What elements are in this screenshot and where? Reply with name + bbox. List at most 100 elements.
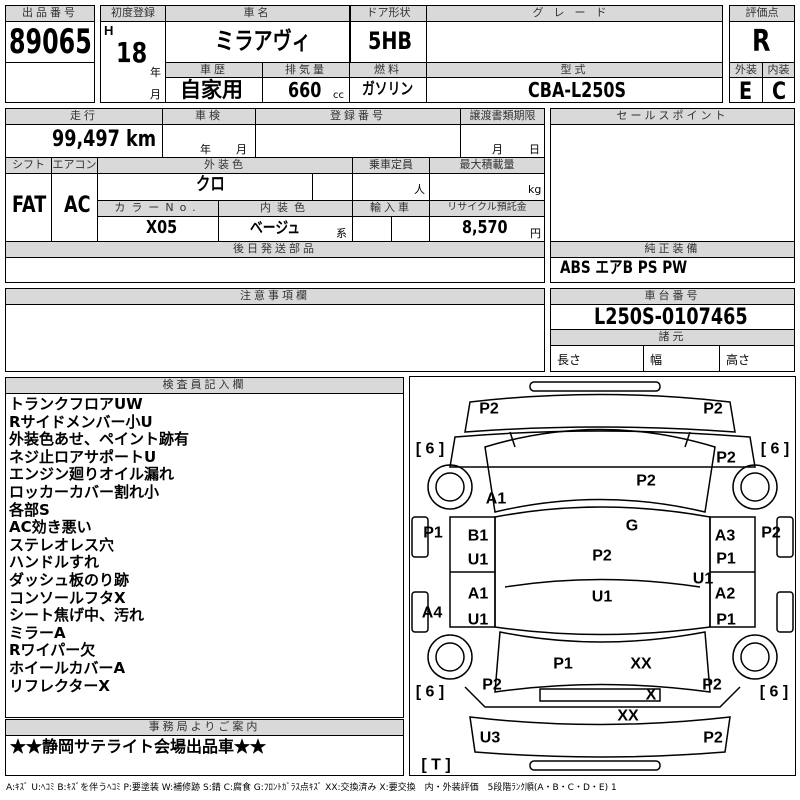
height-label: 高さ <box>726 353 751 367</box>
damage-mark: P2 <box>703 729 723 747</box>
load-label: 最大積載量 <box>429 157 545 174</box>
legend: A:ｷｽﾞ U:ﾍｺﾐ B:ｷｽﾞを伴うﾍｺﾐ P:要塗装 W:補修跡 S:錆 … <box>6 783 617 793</box>
recycle-fee: 8,570 <box>462 217 508 238</box>
note-line: ステレオレス穴 <box>9 535 115 554</box>
damage-mark: A3 <box>714 527 736 545</box>
length-label: 長さ <box>557 353 582 367</box>
model-label: 型式 <box>426 62 723 78</box>
damage-mark: P2 <box>482 676 502 694</box>
interior-label: 内装 <box>762 62 795 78</box>
damage-mark: XX <box>617 707 639 725</box>
tire-depth: [ 6 ] <box>415 440 445 458</box>
office-label: 事務局よりご案内 <box>5 719 404 736</box>
note-line: トランクフロアUW <box>9 395 143 413</box>
damage-mark: U1 <box>467 551 489 569</box>
yen-unit: 円 <box>530 227 541 240</box>
equipment-label: 純正装備 <box>550 241 795 258</box>
damage-mark: P1 <box>716 550 736 568</box>
ac-label: エアコン <box>51 157 98 174</box>
width-label: 幅 <box>650 353 663 367</box>
shift: FAT <box>12 193 47 218</box>
lot-number: 89065 <box>9 22 92 62</box>
inspector-notes: トランクフロアUW Rサイドメンバー小U 外装色あせ、ペイント跡有 ネジ止ロアサ… <box>9 395 189 695</box>
cc-unit: cc <box>333 90 344 101</box>
damage-mark: A4 <box>421 604 443 622</box>
interior-grade: C <box>772 77 787 105</box>
damage-mark: P2 <box>702 676 722 694</box>
office-message: ★★静岡サテライト会場出品車★★ <box>10 739 267 756</box>
exterior-label: 外装 <box>729 62 763 78</box>
model-code: CBA-L250S <box>528 78 627 102</box>
specs-label: 諸元 <box>550 329 795 346</box>
color-label: 外装色 <box>97 157 353 174</box>
exterior-color: クロ <box>196 174 225 195</box>
color-no-label: カラーNo. <box>97 200 219 217</box>
damage-mark: U1 <box>591 588 613 606</box>
recycle-label: リサイクル預託金 <box>429 200 545 217</box>
chassis-number: L250S-0107465 <box>594 305 748 330</box>
grade-label: グレード <box>426 5 723 22</box>
damage-mark: P1 <box>553 655 573 673</box>
note-line: Rサイドメンバー小U <box>9 412 153 431</box>
interior-color: ベージュ <box>250 218 301 237</box>
note-line: ハンドルすれ <box>9 553 100 572</box>
inspector-label: 検査員記入欄 <box>5 377 404 394</box>
reg-year: 18 <box>116 36 148 69</box>
door-type: 5HB <box>368 27 413 55</box>
displacement-label: 排気量 <box>262 62 350 78</box>
notes-label: 注意事項欄 <box>5 288 545 305</box>
kg-unit: kg <box>528 183 542 196</box>
transfer-month-unit: 月 <box>492 143 503 156</box>
damage-mark: P2 <box>592 547 612 565</box>
damage-mark: B1 <box>467 527 489 545</box>
mileage-label: 走行 <box>5 108 163 125</box>
note-line: コンソールフタX <box>9 588 126 607</box>
notes-field <box>5 304 545 372</box>
shift-label: シフト <box>5 157 52 174</box>
mileage: 99,497 km <box>52 127 157 152</box>
note-line: ミラーA <box>9 623 66 642</box>
note-line: ホイールカバーA <box>9 658 126 677</box>
overall-score: R <box>752 24 771 59</box>
damage-mark: U3 <box>479 729 501 747</box>
damage-mark: P2 <box>761 524 781 542</box>
door-label: ドア形状 <box>350 5 427 22</box>
fuel: ガソリン <box>362 79 414 98</box>
damage-mark: P2 <box>636 472 656 490</box>
damage-mark: A1 <box>467 585 489 603</box>
damage-mark: U1 <box>467 611 489 629</box>
note-line: シート焦げ中、汚れ <box>9 606 145 625</box>
exterior-grade: E <box>739 77 753 105</box>
damage-mark: A1 <box>485 490 507 508</box>
reg-number-label: 登録番号 <box>255 108 461 125</box>
damage-mark: A2 <box>714 585 736 603</box>
damage-mark: XX <box>630 655 652 673</box>
later-parts-field <box>5 257 545 283</box>
spare-tire-depth: [ T ] <box>421 756 451 774</box>
damage-mark: P1 <box>423 524 443 542</box>
grade <box>426 21 723 63</box>
import-label: 輸入車 <box>352 200 430 217</box>
chassis-label: 車台番号 <box>550 288 795 305</box>
air-conditioning: AC <box>64 193 91 218</box>
person-unit: 人 <box>414 183 425 196</box>
sales-point-field <box>550 124 795 242</box>
note-line: 各部S <box>9 500 50 519</box>
sales-point-label: セールスポイント <box>550 108 795 125</box>
history: 自家用 <box>180 79 243 102</box>
lot-label: 出品番号 <box>5 5 95 22</box>
tire-depth: [ 6 ] <box>415 683 445 701</box>
damage-mark: P2 <box>479 400 499 418</box>
tire-depth: [ 6 ] <box>760 440 790 458</box>
car-diagram <box>409 376 796 776</box>
note-line: ロッカーカバー割れ小 <box>9 482 160 501</box>
capacity-label: 乗車定員 <box>352 157 430 174</box>
damage-mark: X <box>645 686 657 704</box>
car-outline-icon <box>411 381 794 771</box>
inspection-month-unit: 月 <box>236 143 247 156</box>
era: H <box>104 23 114 38</box>
displacement: 660 <box>288 78 322 102</box>
first-reg-label: 初度登録 <box>100 5 166 22</box>
note-line: Rワイパー欠 <box>9 641 96 660</box>
history-label: 車歴 <box>165 62 263 78</box>
